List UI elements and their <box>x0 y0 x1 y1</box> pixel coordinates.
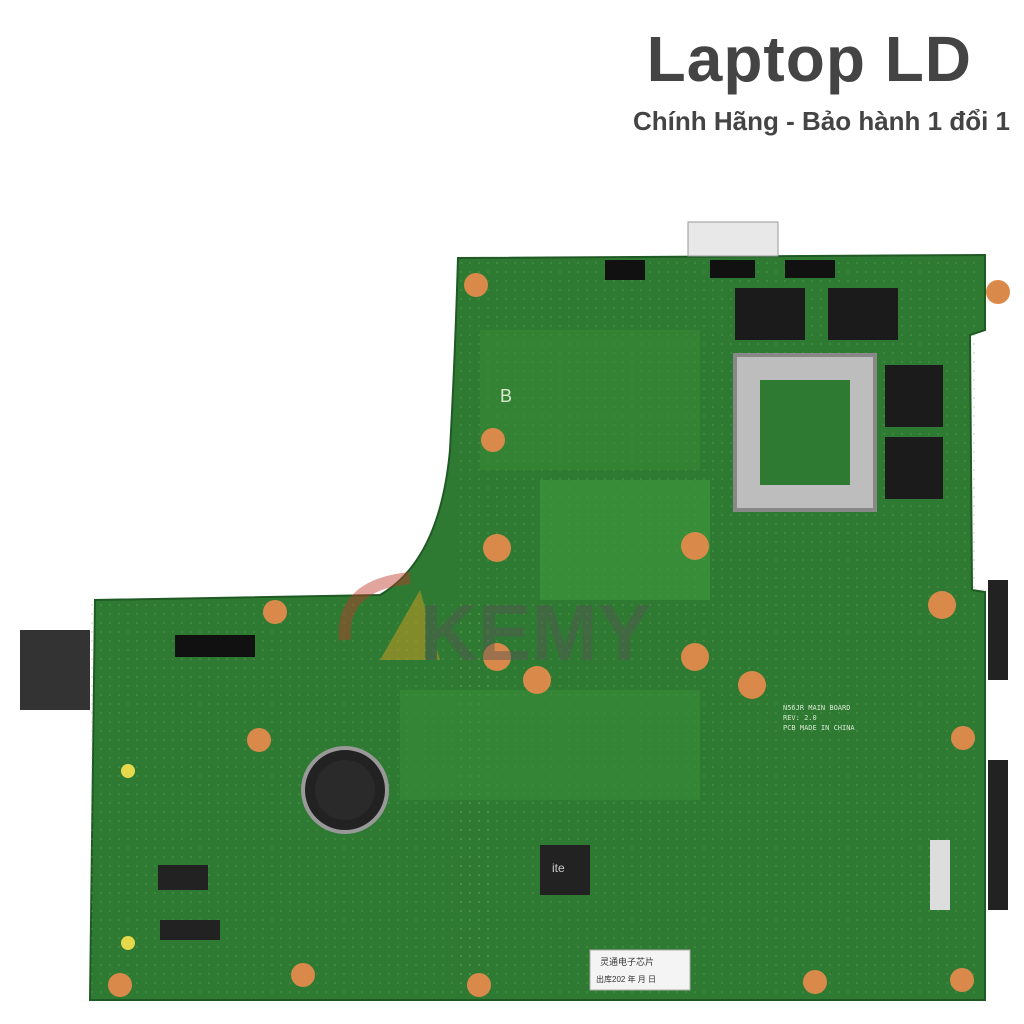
silk-board: N56JR MAIN BOARD <box>783 704 850 712</box>
silk-rev: REV: 2.0 <box>783 714 817 722</box>
silk-made: PCB MADE IN CHINA <box>783 724 855 732</box>
sticker-line2: 出库202 年 月 日 <box>596 974 656 984</box>
watermark-logo: KEMY <box>338 572 651 677</box>
svg-text:B: B <box>500 386 512 406</box>
sticker-line1: 灵通电子芯片 <box>600 956 654 967</box>
page-subtitle: Chính Hãng - Bảo hành 1 đổi 1 <box>633 106 1010 136</box>
usb-port <box>20 630 90 710</box>
ec-chip <box>540 845 590 895</box>
page-title: Laptop LD <box>646 23 972 95</box>
chip-label: ite <box>552 861 565 875</box>
watermark-text: KEMY <box>420 588 651 677</box>
sticker <box>589 949 691 991</box>
